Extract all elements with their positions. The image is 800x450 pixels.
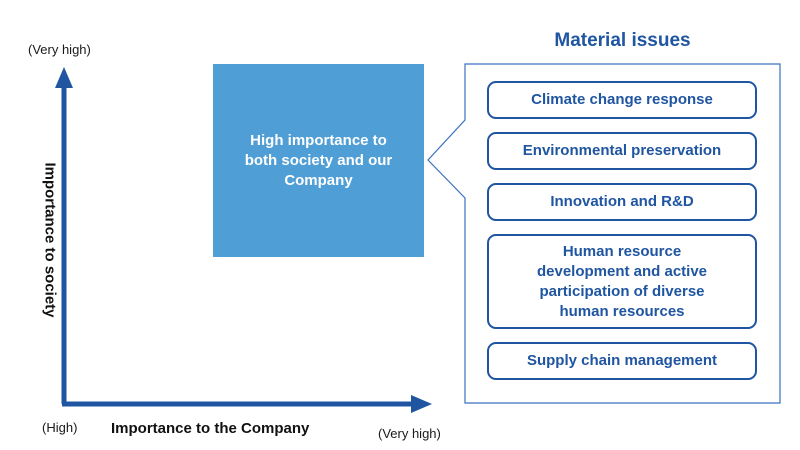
x-axis-arrowhead [411,395,432,413]
issue-environmental-preservation: Environmental preservation [487,132,757,170]
x-axis-origin-label: (High) [42,420,78,435]
high-importance-box: High importance to both society and our … [213,64,424,257]
issue-supply-chain-management: Supply chain management [487,342,757,380]
issue-innovation-rd: Innovation and R&D [487,183,757,221]
y-axis-arrowhead [55,67,73,88]
y-axis-top-label: (Very high) [28,42,91,57]
y-axis-title: Importance to society [41,162,59,318]
x-axis-title: Importance to the Company [111,420,310,437]
issue-climate-change-response: Climate change response [487,81,757,119]
material-issues-title: Material issues [554,30,691,51]
issue-human-resource-development: Human resource development and active pa… [487,234,757,329]
x-axis-end-label: (Very high) [378,426,441,441]
